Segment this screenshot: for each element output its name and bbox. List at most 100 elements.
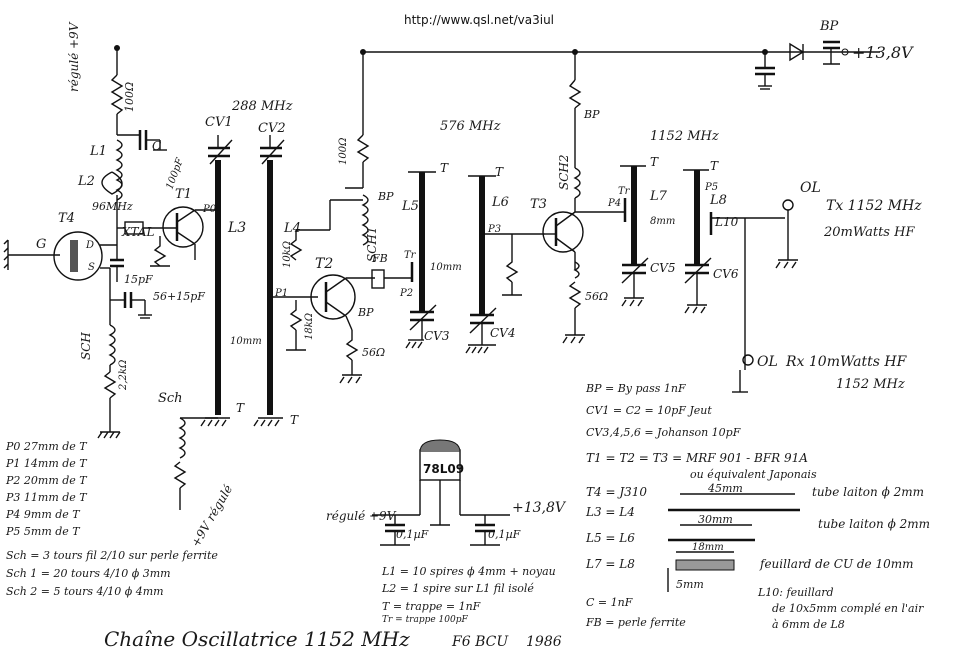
p4-label: P4 <box>607 198 621 209</box>
freq-1152-label: 1152 MHz <box>650 129 719 144</box>
regulator: 78L09 régulé +9V +13,8V 0,1µF 0,1µF <box>326 439 567 546</box>
oscillator-supply: régulé +9V 100Ω C L1 L2 100pF 96MHz <box>67 21 186 213</box>
l4-label: L4 <box>283 221 301 236</box>
gap-8mm-label: 8mm <box>650 216 675 227</box>
supply-rail: BP +13,8V <box>360 19 914 135</box>
tr-label: Tr <box>404 250 417 261</box>
cv6-label: CV6 <box>713 267 739 281</box>
stage-576: 576 MHz T T L5 L6 10mm P3 CV3 CV4 <box>401 119 545 346</box>
cv1-label: CV1 <box>205 115 233 130</box>
spec-t4: T4 = J310 <box>586 485 647 499</box>
tx-label: Tx 1152 MHz <box>826 198 922 214</box>
bp-t2-emitter-label: BP <box>357 306 374 319</box>
t4-label: T4 <box>58 211 75 226</box>
tap-list: P0 27mm de T P1 14mm de T P2 20mm de T P… <box>5 440 88 538</box>
sch2-label: SCH2 <box>557 154 571 190</box>
supply-bp-label: BP <box>819 19 839 34</box>
tap-p3: P3 11mm de T <box>5 491 88 504</box>
c100p-label: 100pF <box>164 156 186 191</box>
l5-label: L5 <box>401 199 419 214</box>
p3-label: P3 <box>487 224 501 235</box>
t1-label: T1 <box>175 187 192 202</box>
l10-label: L10 <box>714 215 739 229</box>
t2-stage: 100Ω BP SCH1 L4 10kΩ T2 18kΩ BP 56Ω FB T… <box>270 134 417 376</box>
choke-sch: Sch = 3 tours fil 2/10 sur perle ferrite <box>6 549 218 562</box>
r18k-vertical-label: 18kΩ <box>304 313 315 340</box>
supply-input-voltage: +13,8V <box>852 43 914 62</box>
gap-10mm-l5: 10mm <box>430 262 462 273</box>
cv2-label: CV2 <box>258 121 286 136</box>
regulator-ic-label: 78L09 <box>423 462 464 476</box>
gate-label: G <box>36 237 46 252</box>
choke-sch2: Sch 2 = 5 tours 4/10 ϕ 4mm <box>6 585 164 598</box>
t2-label: T2 <box>315 256 333 272</box>
rx-freq-label: 1152 MHz <box>836 377 905 392</box>
l2-label: L2 <box>77 174 95 189</box>
t-label-l5: T <box>440 161 449 175</box>
dim-l10-c: à 6mm de L8 <box>772 618 845 631</box>
cv3-label: CV3 <box>424 329 450 343</box>
spec-bp: BP = By pass 1nF <box>585 382 686 395</box>
spec-transistors: T1 = T2 = T3 = MRF 901 - BFR 91A <box>586 451 808 465</box>
rx-label: Rx 10mWatts HF <box>785 354 908 370</box>
regulated-9v-label: régulé +9V <box>67 21 81 92</box>
sch1-label: SCH1 <box>365 226 379 262</box>
r100-vertical-label: 100Ω <box>338 138 349 165</box>
diode-icon <box>789 42 805 62</box>
r22k-label: 2,2kΩ <box>118 360 129 391</box>
coil-notes: L1 = 10 spires ϕ 4mm + noyau L2 = 1 spir… <box>381 565 556 625</box>
ol-rx-label: OL <box>757 354 778 370</box>
spec-c: C = 1nF <box>586 596 633 609</box>
freq-576-label: 576 MHz <box>440 119 501 134</box>
spec-list: BP = By pass 1nF CV1 = C2 = 10pF Jeut CV… <box>585 382 817 629</box>
tx-power-label: 20mWatts HF <box>823 225 915 240</box>
dim-tube1: tube laiton ϕ 2mm <box>812 485 924 499</box>
dim-30mm: 30mm <box>698 513 733 526</box>
spec-cv1: CV1 = C2 = 10pF Jeut <box>586 404 712 417</box>
gap-10mm-l3: 10mm <box>230 336 262 347</box>
l7-label: L7 <box>649 189 668 204</box>
t3-stage: BP SCH2 T3 P4 Tr 56Ω <box>530 79 631 336</box>
coil-l2: L2 = 1 spire sur L1 fil isolé <box>381 582 534 595</box>
crystal-section: XTAL 15pF 56+15pF <box>110 221 205 319</box>
ol-tx-connector-icon[interactable] <box>782 199 794 211</box>
t4-jfet: T4 G D S <box>3 195 118 300</box>
c-label: C <box>152 139 161 153</box>
reg-in-label: +13,8V <box>512 500 567 516</box>
freq-288-label: 288 MHz <box>231 99 293 114</box>
t-label-l7: T <box>650 155 659 169</box>
cv5-label: CV5 <box>650 261 675 275</box>
p2-label: P2 <box>399 288 413 299</box>
header-url[interactable]: http://www.qsl.net/va3iul <box>404 13 554 27</box>
t1-transistor: T1 P0 <box>150 187 217 267</box>
bottom-left-supply: Sch +9V régulé <box>158 391 235 550</box>
footer-author: F6 BCU <box>451 634 509 650</box>
drain-label: D <box>85 240 94 251</box>
spec-l5l6: L5 = L6 <box>585 531 635 545</box>
c15p-label: 15pF <box>124 273 153 286</box>
dim-tube2: tube laiton ϕ 2mm <box>818 517 930 531</box>
p5-label: P5 <box>704 182 718 193</box>
choke-list: Sch = 3 tours fil 2/10 sur perle ferrite… <box>6 549 218 598</box>
tr-t3-label: Tr <box>618 186 631 197</box>
tap-p4: P4 9mm de T <box>5 508 81 521</box>
l1-label: L1 <box>89 144 107 159</box>
bp-t2-label: BP <box>377 190 394 203</box>
ol-tx-label: OL <box>800 180 821 196</box>
xtal-label: XTAL <box>121 225 155 239</box>
footer: Chaîne Oscillatrice 1152 MHz F6 BCU 1986 <box>104 627 562 651</box>
ol-rx-connector-icon[interactable] <box>742 354 754 366</box>
t-label-l8: T <box>710 159 719 173</box>
left-choke: SCH 2,2kΩ <box>79 300 129 439</box>
fb-label: FB <box>371 252 388 265</box>
l3-label: L3 <box>227 220 246 236</box>
dim-feuillard: feuillard de CU de 10mm <box>759 557 914 571</box>
stage-288: 288 MHz CV1 CV2 L3 P1 10mm T T <box>205 99 299 427</box>
p1-label: P1 <box>274 288 288 299</box>
bp-t3-label: BP <box>583 108 600 121</box>
choke-sch1: Sch 1 = 20 tours 4/10 ϕ 3mm <box>6 567 171 580</box>
reg-out-label: régulé +9V <box>326 509 397 523</box>
c56-15p-label: 56+15pF <box>153 290 205 303</box>
dim-l10-a: L10: feuillard <box>757 586 834 599</box>
